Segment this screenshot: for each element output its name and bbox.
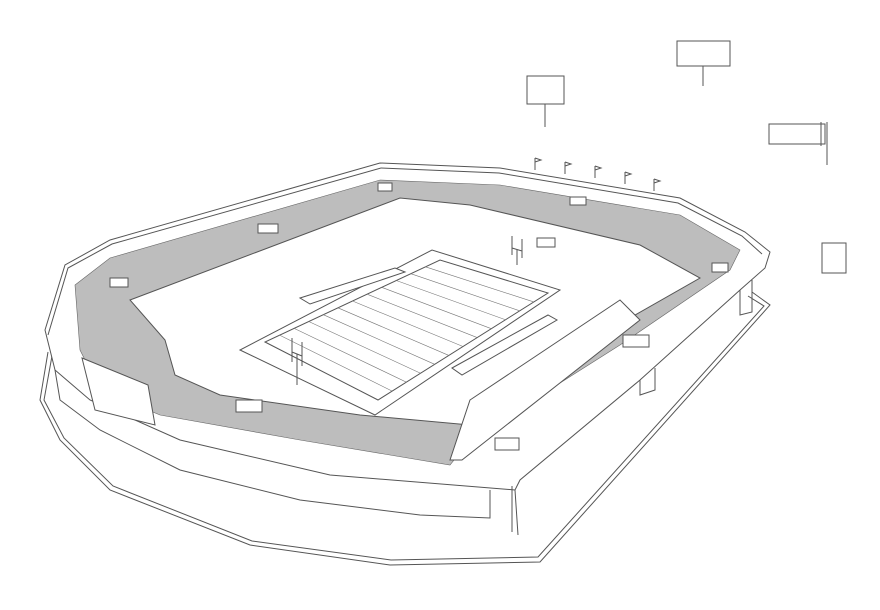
flag-icon	[534, 157, 543, 170]
flag-icon	[624, 171, 633, 184]
yard-line	[366, 293, 478, 338]
yard-line	[337, 307, 449, 356]
goal-post	[291, 338, 303, 385]
flag-icon	[594, 165, 603, 178]
yard-line	[425, 266, 534, 303]
floating-signs	[526, 40, 847, 274]
yard-line	[396, 280, 506, 321]
sideline-panel	[451, 314, 559, 376]
sideline-panel	[298, 267, 407, 305]
flag-icon	[564, 161, 573, 174]
yard-line	[323, 314, 435, 365]
roof-lights	[109, 182, 729, 451]
yard-line	[294, 328, 407, 383]
ground-outline	[39, 291, 771, 566]
yard-lines	[279, 266, 534, 392]
flags	[534, 157, 662, 191]
flag-icon	[653, 178, 662, 191]
goal-post	[511, 236, 523, 265]
yard-line	[381, 287, 492, 329]
yard-line	[352, 300, 464, 347]
yard-line	[279, 334, 393, 392]
yard-line	[308, 321, 421, 374]
yard-line	[410, 273, 520, 312]
